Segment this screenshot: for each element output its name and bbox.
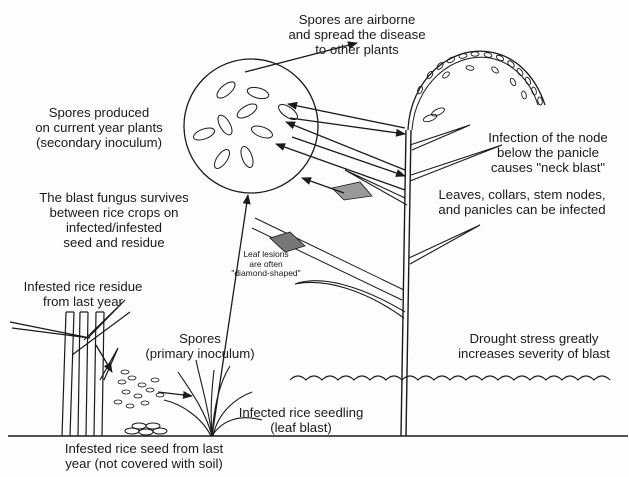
- infested-rice-residue: [10, 300, 130, 436]
- label-spores-produced: Spores produced on current year plants (…: [14, 105, 184, 150]
- label-leaves-collars: Leaves, collars, stem nodes, and panicle…: [416, 187, 628, 217]
- label-residue: Infested rice residue from last year: [10, 279, 156, 309]
- label-spores-airborne: Spores are airborne and spread the disea…: [242, 12, 472, 57]
- label-drought: Drought stress greatly increases severit…: [440, 331, 628, 361]
- label-leaf-lesions: Leaf lesions are often "diamond-shaped": [222, 250, 310, 279]
- label-seedling: Infected rice seedling (leaf blast): [226, 405, 376, 435]
- label-spores-primary: Spores (primary inoculum): [138, 331, 262, 361]
- label-seed: Infested rice seed from last year (not c…: [44, 441, 244, 471]
- water-surface: [290, 376, 610, 380]
- airborne-spores: [192, 79, 300, 171]
- mature-rice-plant: [252, 51, 545, 436]
- ground-spores: [114, 370, 164, 408]
- spore-cloud-circle: [184, 59, 318, 193]
- label-fungus-survives: The blast fungus survives between rice c…: [14, 190, 214, 250]
- infested-seeds: [125, 423, 167, 435]
- label-infection-node: Infection of the node below the panicle …: [468, 130, 628, 175]
